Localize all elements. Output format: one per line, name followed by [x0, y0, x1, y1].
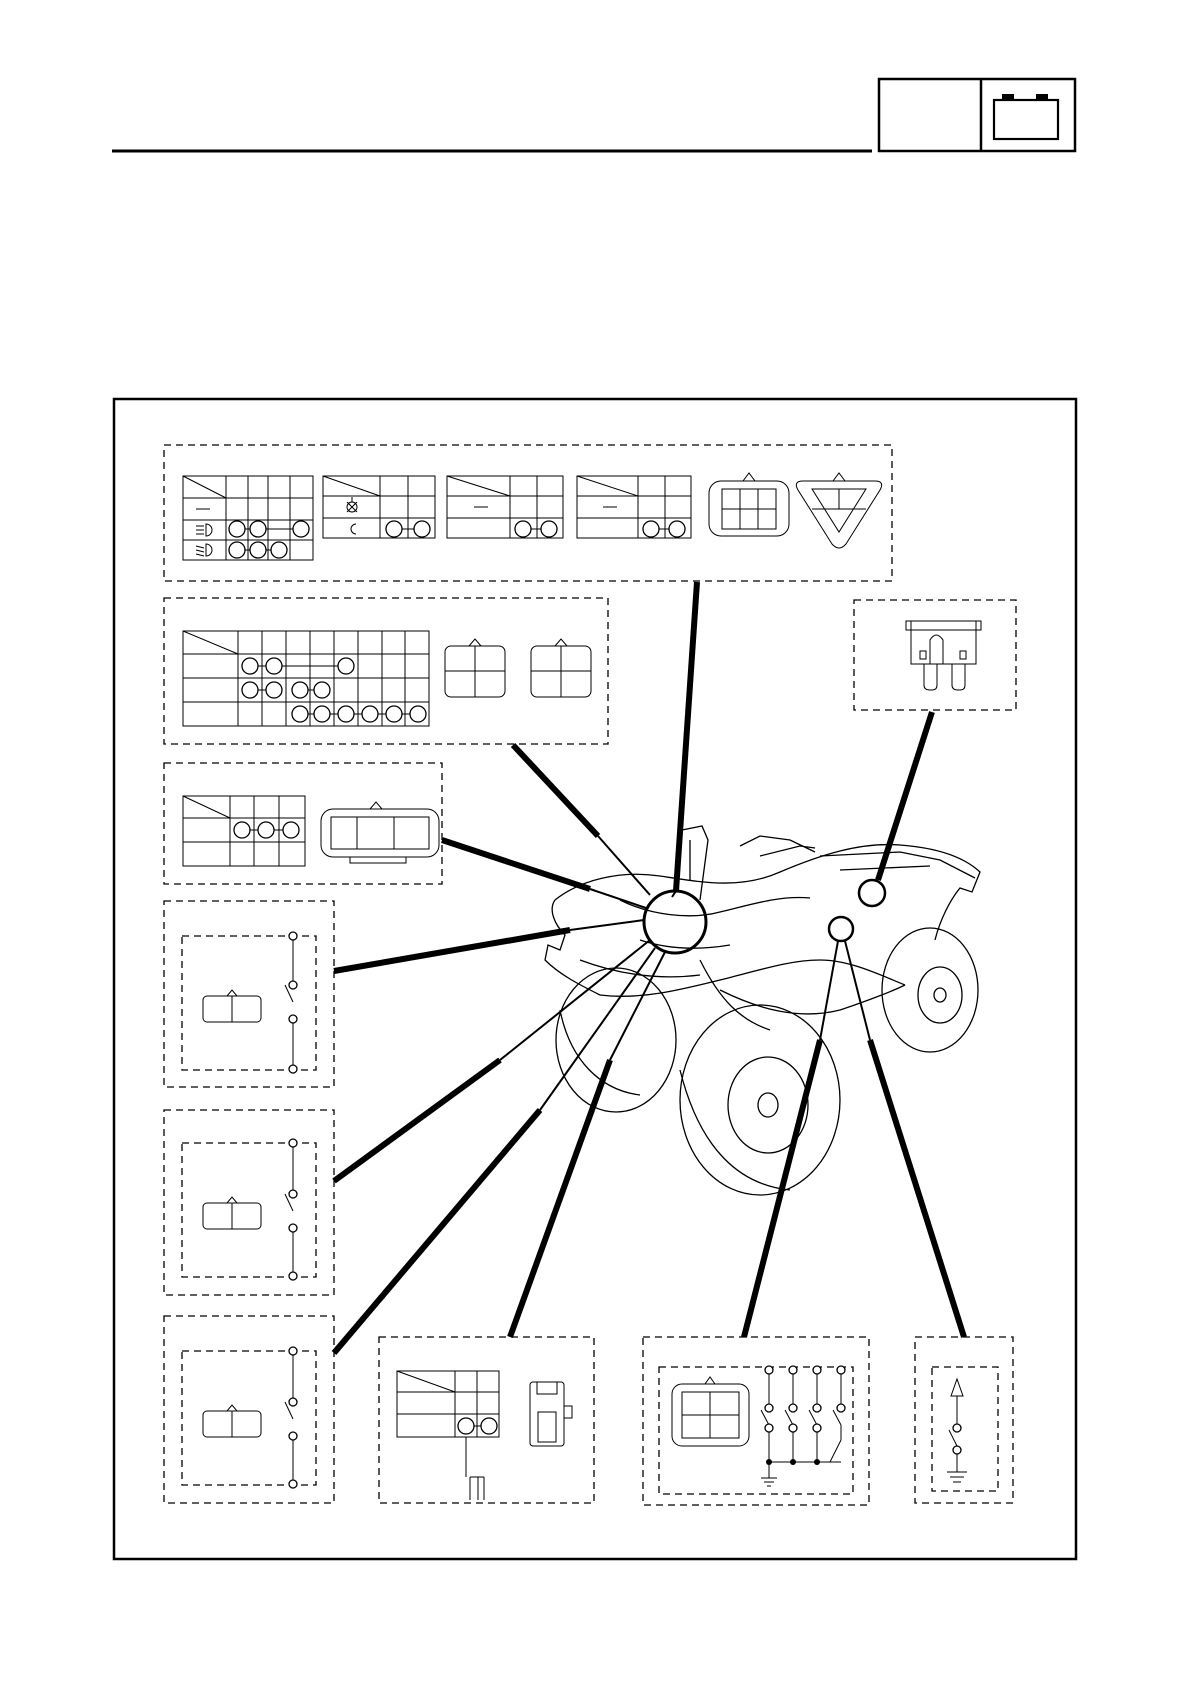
- light-switch-continuity-table: [323, 476, 435, 538]
- brake-switch-2: [203, 1139, 297, 1280]
- start-switch-table: [397, 1371, 499, 1500]
- ground-icon: [947, 1472, 967, 1482]
- engine-stop-switch-table: [183, 796, 305, 866]
- engine-stop-connector: [321, 802, 439, 863]
- fuse-panel: [854, 600, 1016, 710]
- neutral-switch-panel: [915, 1337, 1013, 1503]
- ignition-connector-a: [445, 639, 505, 697]
- main-connector-square: [709, 473, 789, 536]
- brake-switch-3: [203, 1347, 297, 1488]
- gear-position-switch-panel: [643, 1337, 869, 1505]
- brake-switch-panel-3: [164, 1316, 334, 1503]
- handlebar-switch-table-1: [447, 476, 563, 538]
- engine-stop-switch-panel: [164, 763, 442, 884]
- switch-icon: [809, 1366, 821, 1432]
- switch-icon: [785, 1366, 797, 1432]
- ignition-switch-table: [183, 631, 429, 726]
- main-switch-panel: [164, 445, 892, 581]
- main-switch-continuity-table: [183, 476, 313, 560]
- switch-icon: [285, 1347, 297, 1488]
- brake-switch-panel-1: [164, 901, 334, 1087]
- handlebar-switch-table-2: [577, 476, 691, 538]
- switch-icon: [285, 1139, 297, 1280]
- headlight-icon: [196, 524, 212, 536]
- switch-icon: [833, 1366, 845, 1425]
- start-switch-panel: [379, 1337, 594, 1503]
- battery-icon: [994, 94, 1058, 139]
- callout-circle-fuse: [859, 880, 885, 906]
- neutral-switch: [947, 1379, 967, 1482]
- switch-icon: [285, 932, 297, 1073]
- headlight-low-icon: [196, 544, 212, 556]
- brake-switch-1: [203, 932, 297, 1073]
- ignition-switch-panel: [164, 598, 608, 744]
- ignition-connector-b: [531, 639, 591, 697]
- fuse-icon: [906, 621, 981, 690]
- page-header: [112, 79, 1075, 151]
- callout-circle-switch: [829, 917, 853, 941]
- callout-circle-main: [644, 891, 706, 953]
- brake-switch-panel-2: [164, 1110, 334, 1295]
- gear-position-switch: [761, 1366, 845, 1486]
- ground-icon: [761, 1462, 777, 1486]
- lamp-icon: [347, 497, 357, 512]
- main-connector-triangle: [796, 473, 881, 548]
- switch-icon: [761, 1366, 773, 1432]
- start-relay-connector: [530, 1382, 572, 1446]
- gear-position-connector: [672, 1377, 749, 1446]
